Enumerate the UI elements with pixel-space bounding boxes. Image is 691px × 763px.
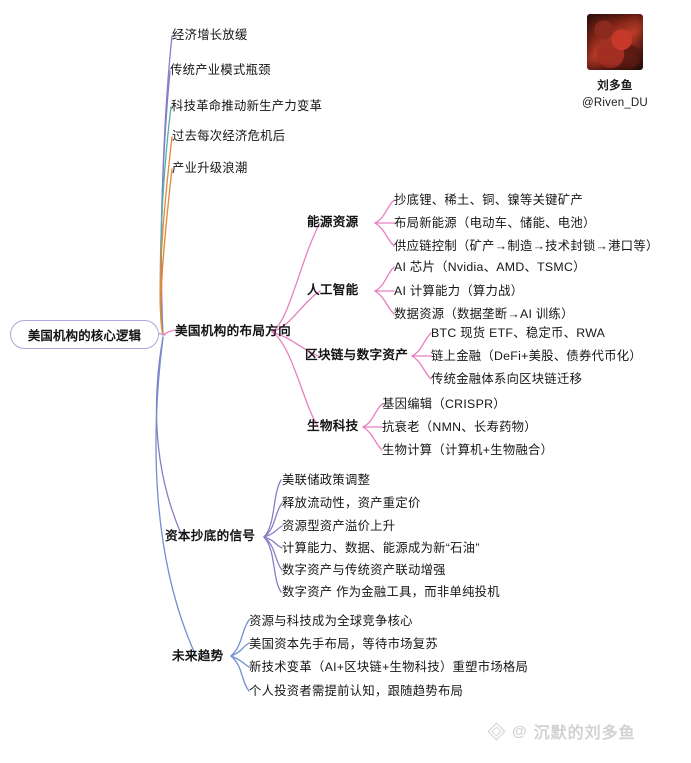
leaf-bio-0[interactable]: 基因编辑（CRISPR）: [382, 397, 506, 411]
leaf-capital-3[interactable]: 计算能力、数据、能源成为新“石油”: [282, 541, 480, 555]
node-top-0[interactable]: 经济增长放缓: [172, 28, 248, 42]
avatar[interactable]: [587, 14, 643, 70]
group-artificial-intelligence[interactable]: 人工智能: [307, 283, 359, 297]
branch-future-trends[interactable]: 未来趋势: [172, 649, 224, 663]
leaf-energy-1[interactable]: 布局新能源（电动车、储能、电池）: [394, 216, 596, 230]
profile-name: 刘多鱼: [597, 80, 633, 92]
leaf-blockchain-1[interactable]: 链上金融（DeFi+美股、债券代币化）: [431, 349, 643, 363]
branch-layout-direction[interactable]: 美国机构的布局方向: [175, 324, 292, 338]
leaf-energy-0[interactable]: 抄底锂、稀土、铜、镍等关键矿产: [394, 193, 583, 207]
branch-capital-signals[interactable]: 资本抄底的信号: [165, 529, 256, 543]
watermark-at: @: [512, 722, 528, 740]
node-top-1[interactable]: 传统产业模式瓶颈: [170, 63, 271, 77]
leaf-bio-2[interactable]: 生物计算（计算机+生物融合）: [382, 443, 554, 457]
leaf-capital-1[interactable]: 释放流动性，资产重定价: [282, 496, 421, 510]
leaf-future-0[interactable]: 资源与科技成为全球竞争核心: [249, 614, 413, 628]
leaf-capital-0[interactable]: 美联储政策调整: [282, 473, 371, 487]
node-top-3[interactable]: 过去每次经济危机后: [172, 129, 286, 143]
leaf-future-3[interactable]: 个人投资者需提前认知，跟随趋势布局: [249, 684, 464, 698]
node-top-2[interactable]: 科技革命推动新生产力变革: [171, 99, 323, 113]
profile-card: 刘多鱼 @Riven_DU: [575, 14, 655, 109]
leaf-capital-2[interactable]: 资源型资产溢价上升: [282, 519, 396, 533]
group-blockchain-digital-assets[interactable]: 区块链与数字资产: [305, 348, 409, 362]
leaf-capital-4[interactable]: 数字资产与传统资产联动增强: [282, 563, 446, 577]
root-node[interactable]: 美国机构的核心逻辑: [10, 320, 159, 349]
leaf-ai-0[interactable]: AI 芯片（Nvidia、AMD、TSMC）: [394, 260, 586, 274]
leaf-capital-5[interactable]: 数字资产 作为金融工具，而非单纯投机: [282, 585, 500, 599]
profile-handle: @Riven_DU: [582, 97, 648, 109]
watermark-text: 沉默的刘多鱼: [533, 725, 636, 742]
leaf-ai-1[interactable]: AI 计算能力（算力战）: [394, 284, 524, 298]
watermark: @ 沉默的刘多鱼: [487, 719, 636, 743]
node-top-4[interactable]: 产业升级浪潮: [172, 161, 248, 175]
diamond-logo-icon: [487, 721, 506, 741]
leaf-blockchain-2[interactable]: 传统金融体系向区块链迁移: [431, 372, 583, 386]
leaf-blockchain-0[interactable]: BTC 现货 ETF、稳定币、RWA: [431, 326, 606, 340]
leaf-ai-2[interactable]: 数据资源（数据垄断→AI 训练）: [394, 307, 574, 321]
leaf-future-2[interactable]: 新技术变革（AI+区块链+生物科技）重塑市场格局: [249, 660, 529, 674]
group-biotechnology[interactable]: 生物科技: [307, 419, 359, 433]
group-energy-resources[interactable]: 能源资源: [307, 215, 359, 229]
leaf-future-1[interactable]: 美国资本先手布局，等待市场复苏: [249, 637, 438, 651]
leaf-bio-1[interactable]: 抗衰老（NMN、长寿药物）: [382, 420, 537, 434]
leaf-energy-2[interactable]: 供应链控制（矿产→制造→技术封锁→港口等）: [394, 239, 659, 253]
